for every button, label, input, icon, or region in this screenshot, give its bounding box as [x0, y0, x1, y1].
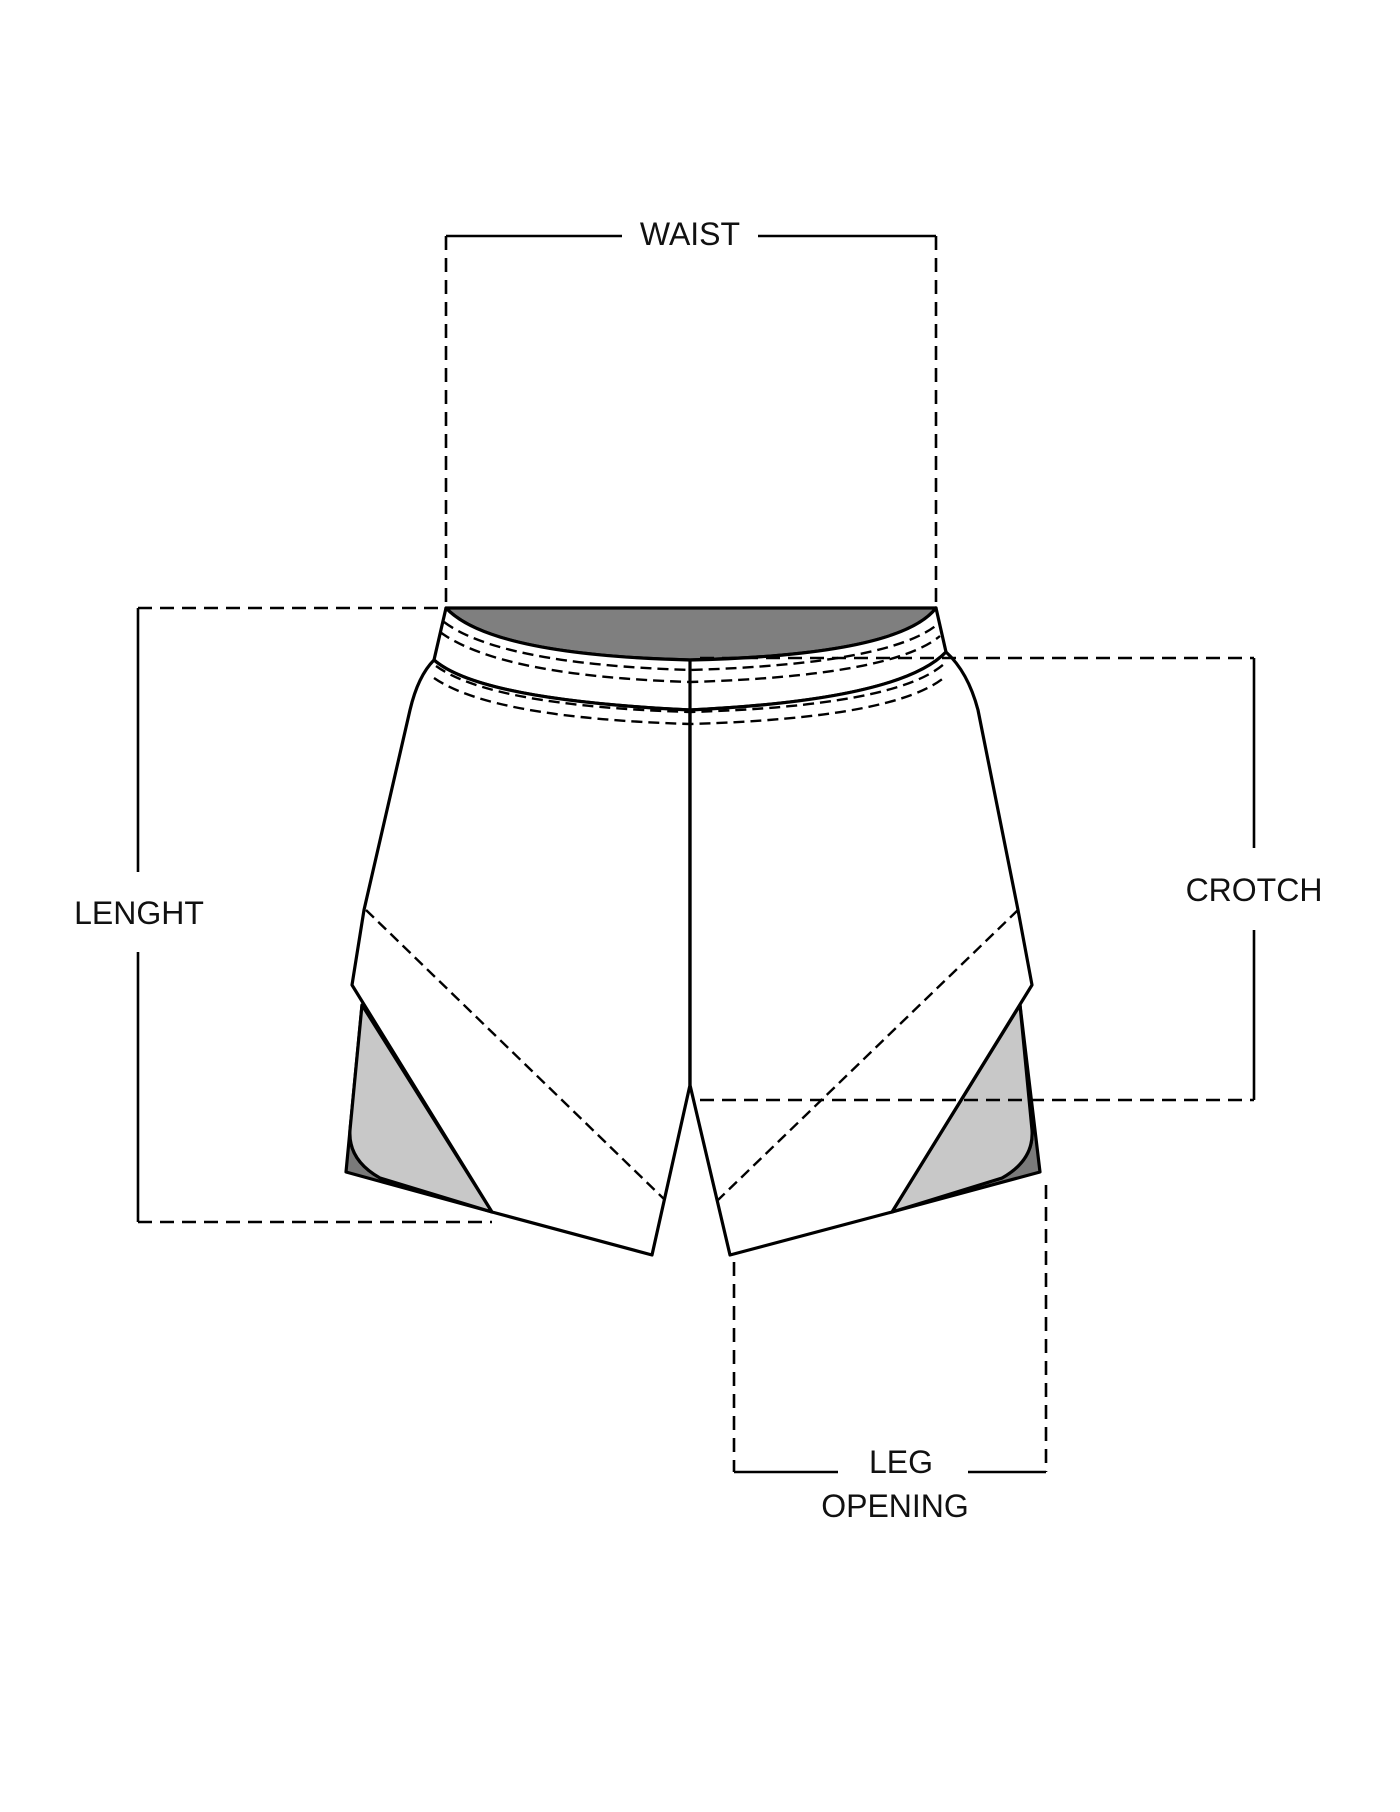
crotch-label: CROTCH: [1178, 868, 1330, 912]
waistband-stitch-2: [439, 631, 941, 684]
right-liner: [890, 1003, 1034, 1214]
left-leg-panel: [350, 658, 692, 1257]
leg-opening-label-line2: OPENING: [806, 1484, 984, 1528]
left-liner: [348, 1003, 494, 1214]
right-panel-seam: [717, 909, 1019, 1201]
crotch-measure: [700, 656, 1256, 1102]
leg-opening-label-line1: LEG: [846, 1440, 956, 1484]
waist-measure: [444, 234, 938, 605]
leg-opening-measure: [732, 1185, 1048, 1474]
waist-label: WAIST: [634, 212, 746, 256]
length-label: LENGHT: [66, 891, 212, 935]
waistband-stitch-1: [443, 621, 939, 672]
shorts-garment: [344, 606, 1042, 1257]
left-panel-seam: [365, 909, 666, 1201]
length-measure: [136, 606, 492, 1224]
waistband-stitch-4: [433, 675, 947, 726]
waistband-stitch-3: [435, 663, 945, 714]
